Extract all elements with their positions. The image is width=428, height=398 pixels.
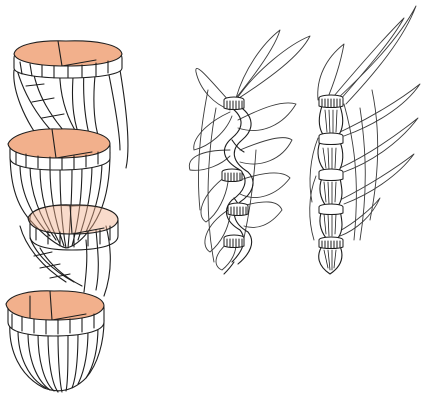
stem-node (319, 204, 343, 215)
stem-node (222, 169, 242, 182)
stem-node (228, 203, 248, 216)
twisted-stem-with-leaves (189, 30, 310, 274)
straight-stem-with-leaves (310, 6, 420, 274)
stem-node (224, 97, 244, 110)
stem-node (319, 133, 343, 145)
stem-node (319, 237, 343, 249)
spiral-ribbon-lower (20, 226, 110, 296)
stem-node (319, 95, 343, 108)
stem-node (224, 235, 244, 248)
stacked-segment-structure-3d (6, 41, 128, 392)
segment-4 (6, 291, 104, 392)
segment-1 (14, 41, 122, 78)
middle-nodes (222, 97, 248, 248)
stem-node (319, 169, 343, 181)
middle-stem (224, 104, 253, 274)
